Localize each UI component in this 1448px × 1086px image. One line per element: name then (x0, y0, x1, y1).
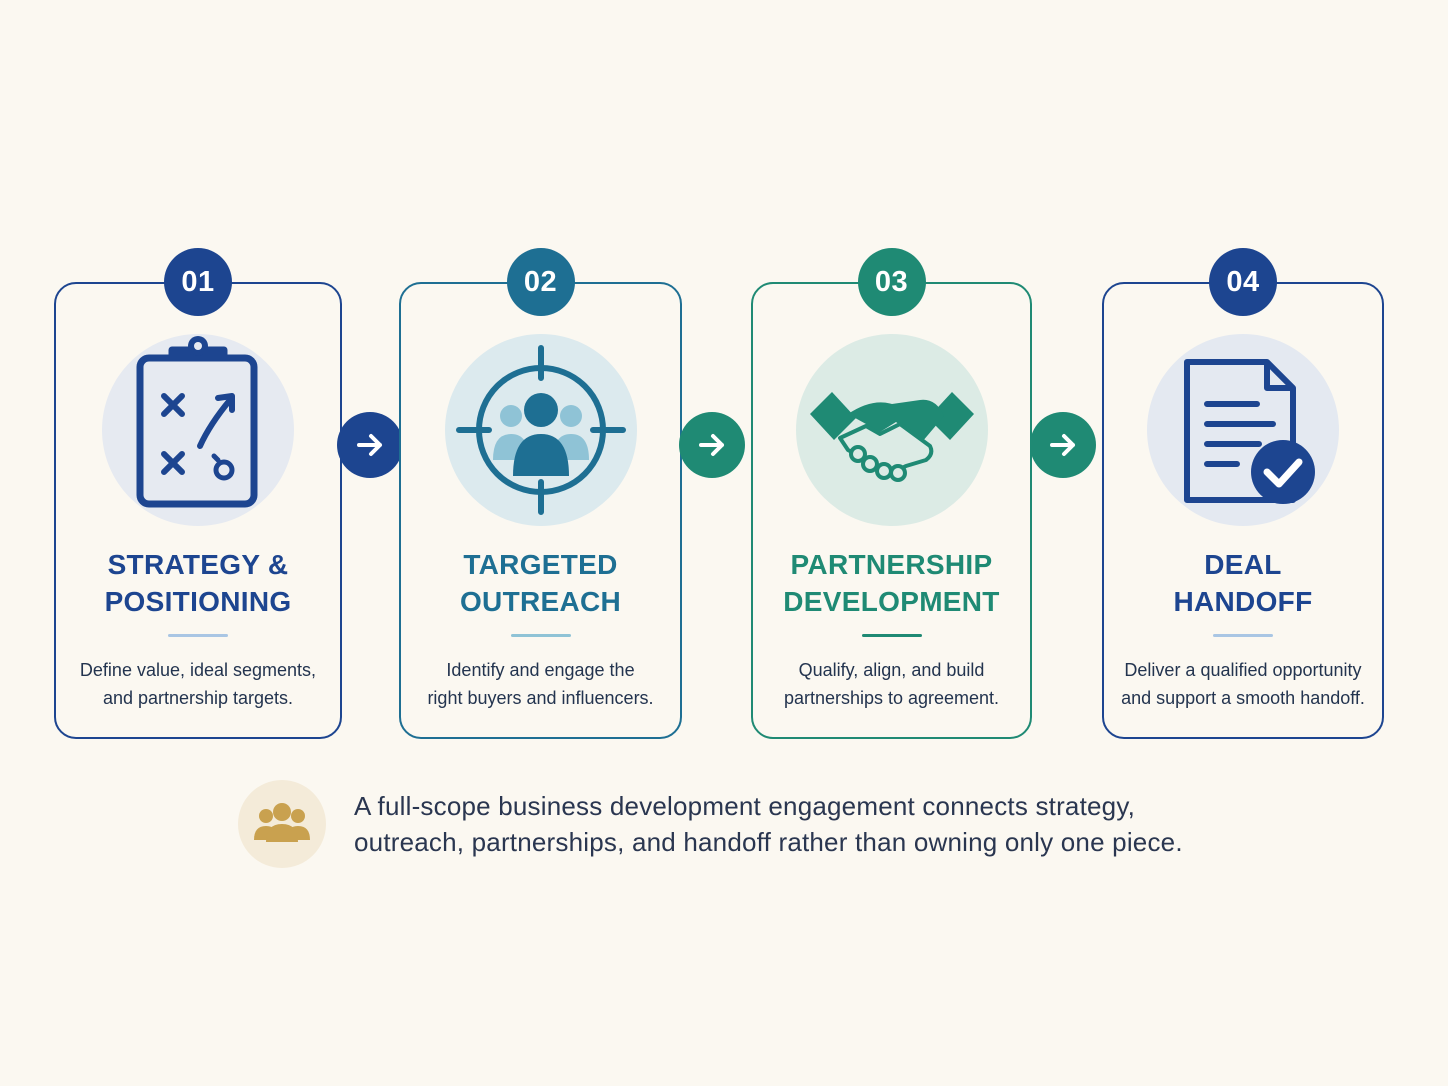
step-title: DEAL HANDOFF (1173, 549, 1313, 617)
step-number-badge: 04 (1209, 248, 1277, 316)
step-number-badge: 01 (164, 248, 232, 316)
step-title: PARTNERSHIP DEVELOPMENT (783, 549, 1000, 617)
step-description: Identify and engage the right buyers and… (427, 660, 654, 708)
team-icon (238, 780, 326, 868)
step-title: STRATEGY & POSITIONING (104, 549, 292, 617)
arrow-right-icon (337, 412, 403, 478)
step-description: Deliver a qualified opportunity and supp… (1121, 660, 1365, 708)
handshake-icon (795, 334, 988, 526)
step-title: TARGETED OUTREACH (459, 549, 622, 617)
document-check-icon (1147, 334, 1339, 526)
step-card-outreach: 02 TARGETED OUTREACH Identify and engage… (399, 248, 682, 739)
clipboard-strategy-icon (102, 334, 294, 526)
step-description: Define value, ideal segments, and partne… (79, 660, 317, 708)
step-card-handoff: 04 DEAL HANDOFF Deliver a qualified oppo… (1102, 248, 1384, 739)
step-description: Qualify, align, and build partnerships t… (783, 660, 1000, 708)
arrow-right-icon (1030, 412, 1096, 478)
summary-text: A full-scope business development engage… (354, 791, 1183, 857)
step-number-badge: 03 (857, 248, 926, 316)
title-divider (510, 634, 571, 637)
step-number-badge: 02 (506, 248, 575, 316)
title-divider (168, 634, 228, 637)
step-card-partnership: 03 PARTNERSHIP DEVELOPMENT Qualify, alig… (751, 248, 1032, 739)
title-divider (861, 634, 922, 637)
step-card-strategy: 01 STRATEGY & POSITIONING Define value, … (54, 248, 342, 739)
target-audience-icon (444, 334, 637, 526)
arrow-right-icon (679, 412, 745, 478)
title-divider (1213, 634, 1273, 637)
